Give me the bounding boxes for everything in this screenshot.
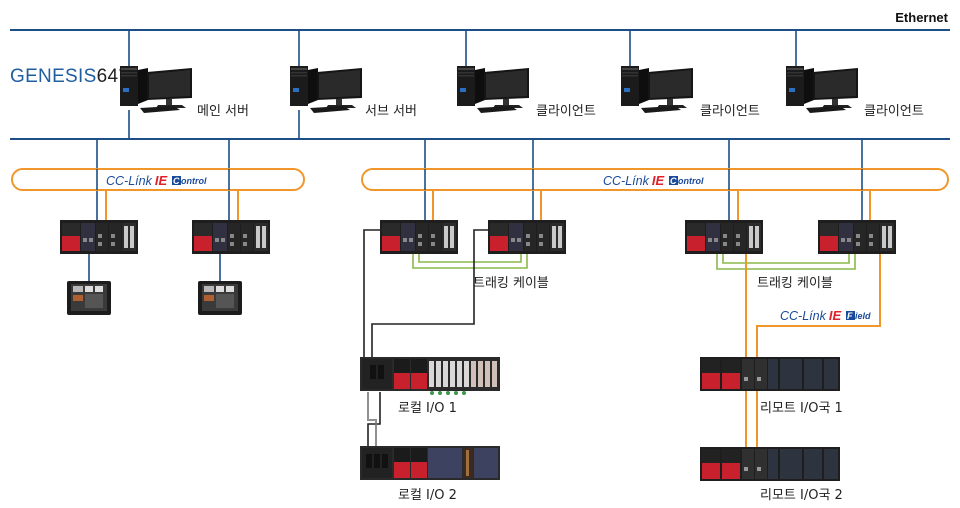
computer-icon — [621, 66, 693, 113]
svg-text:F: F — [847, 311, 853, 321]
svg-text:C: C — [173, 176, 180, 186]
svg-text:ield: ield — [855, 311, 871, 321]
local-io-rack-1 — [360, 357, 500, 395]
cclink-control-ring-left — [11, 168, 305, 191]
pc-label: 메인 서버 — [197, 104, 249, 119]
remote-io-1-label: 리모트 I/O국 1 — [760, 401, 843, 416]
computer-icon — [120, 66, 192, 113]
hmi-panel — [67, 281, 111, 315]
pc-drops — [128, 30, 797, 139]
cclink-control-drops — [105, 190, 871, 222]
pc-main-server: 메인 서버 — [120, 66, 249, 119]
pc-label: 클라이언트 — [536, 104, 596, 119]
pc-label: 클라이언트 — [700, 104, 760, 119]
cclink-field-cables — [745, 254, 881, 447]
plc-redundant-cpu — [818, 220, 896, 254]
svg-text:ontrol: ontrol — [678, 176, 704, 186]
pc-client-2: 클라이언트 — [621, 66, 760, 119]
cclink-control-ring-right — [361, 168, 949, 191]
pc-client-1: 클라이언트 — [457, 66, 596, 119]
local-io-rack-2 — [360, 446, 500, 480]
pc-label: 서브 서버 — [365, 104, 417, 119]
svg-text:ontrol: ontrol — [181, 176, 207, 186]
genesis64-logo: GENESIS64™ — [10, 66, 125, 87]
tracking-cable-middle — [412, 254, 528, 269]
local-io-1-label: 로컬 I/O 1 — [398, 401, 457, 416]
pc-sub-server: 서브 서버 — [290, 66, 417, 119]
hmi-panel — [198, 281, 242, 315]
svg-text:C: C — [670, 176, 677, 186]
ethernet-label: Ethernet — [895, 10, 948, 25]
computer-icon — [786, 66, 858, 113]
plc-cpu-rack — [192, 220, 270, 254]
tracking-cable-label: 트래킹 케이블 — [473, 276, 549, 291]
remote-io-station-2 — [700, 447, 840, 481]
tracking-cable-right — [716, 254, 856, 270]
plc-redundant-cpu — [380, 220, 458, 254]
plc-redundant-cpu — [488, 220, 566, 254]
computer-icon — [457, 66, 529, 113]
pc-label: 클라이언트 — [864, 104, 924, 119]
plc-cpu-rack — [60, 220, 138, 254]
tracking-cable-label: 트래킹 케이블 — [757, 276, 833, 291]
pc-client-3: 클라이언트 — [786, 66, 924, 119]
remote-io-station-1 — [700, 357, 840, 391]
plc-redundant-cpu — [685, 220, 763, 254]
local-io-2-label: 로컬 I/O 2 — [398, 488, 457, 503]
computer-icon — [290, 66, 362, 113]
remote-io-2-label: 리모트 I/O국 2 — [760, 488, 843, 503]
